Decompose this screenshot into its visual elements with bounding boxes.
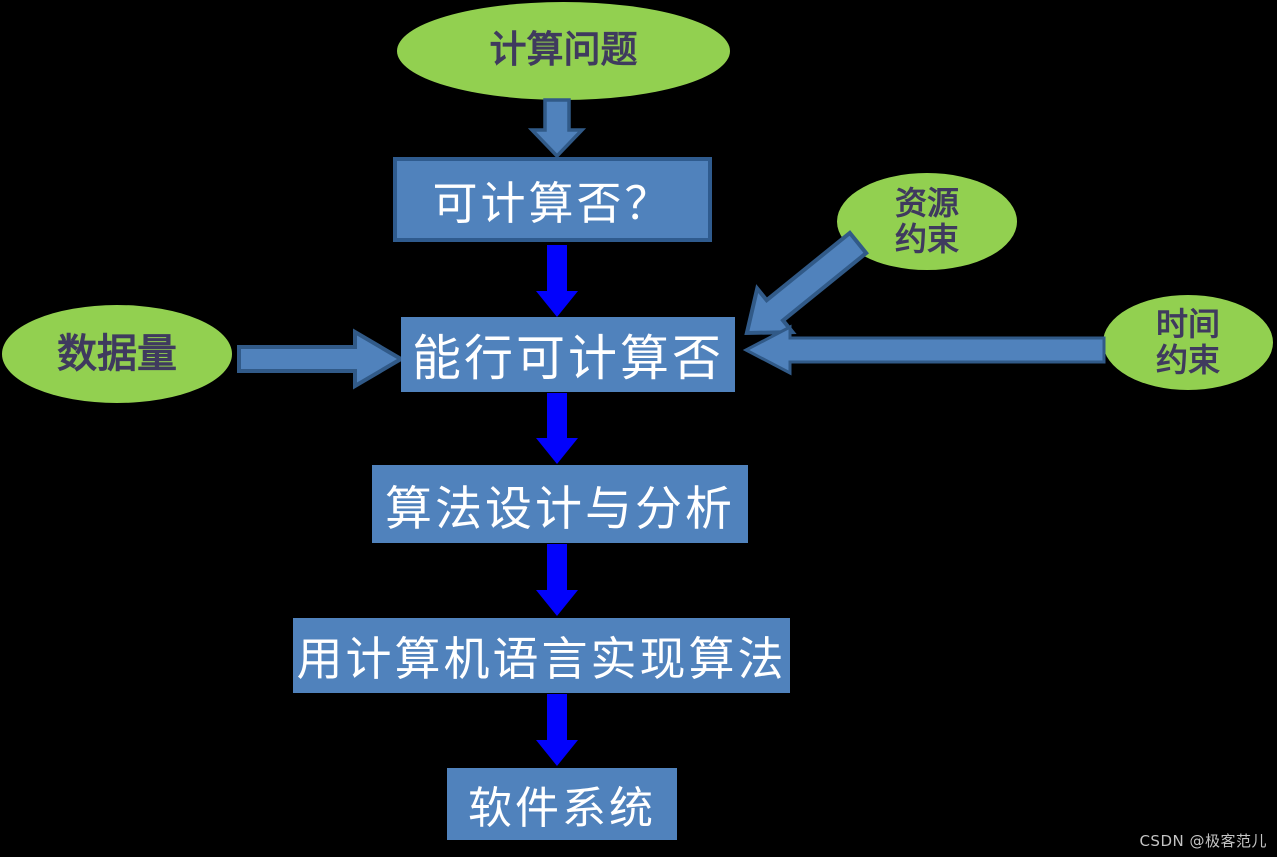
block-right-arrow-icon bbox=[237, 328, 405, 390]
node-software-system: 软件系统 bbox=[447, 768, 677, 840]
node-algorithm-design: 算法设计与分析 bbox=[372, 465, 748, 543]
flow-down-arrow-icon bbox=[536, 694, 578, 767]
node-algorithm-design-label: 算法设计与分析 bbox=[385, 483, 735, 536]
flow-down-arrow-icon bbox=[536, 393, 578, 465]
node-software-system-label: 软件系统 bbox=[468, 784, 656, 833]
node-data-volume: 数据量 bbox=[2, 305, 232, 403]
node-feasibly-computable: 能行可计算否 bbox=[401, 317, 735, 392]
node-time-constraint-line2: 约束 bbox=[1155, 341, 1220, 378]
node-computing-problem: 计算问题 bbox=[397, 2, 730, 100]
node-time-constraint: 时间 约束 bbox=[1103, 295, 1273, 390]
node-computable: 可计算否？ bbox=[393, 157, 712, 242]
block-diagonal-arrow-icon bbox=[735, 225, 880, 350]
watermark: CSDN @极客范儿 bbox=[1139, 832, 1267, 850]
node-computing-problem-label: 计算问题 bbox=[489, 30, 638, 72]
flow-down-arrow-icon bbox=[536, 245, 578, 318]
node-computable-label: 可计算否？ bbox=[432, 179, 673, 229]
block-down-arrow-icon bbox=[527, 98, 587, 159]
node-implementation: 用计算机语言实现算法 bbox=[293, 618, 790, 693]
node-feasibly-computable-label: 能行可计算否 bbox=[411, 331, 724, 386]
node-implementation-label: 用计算机语言实现算法 bbox=[296, 633, 787, 685]
block-left-arrow-icon bbox=[742, 324, 1106, 376]
node-time-constraint-line1: 时间 bbox=[1155, 305, 1220, 342]
node-resource-constraint-line2: 约束 bbox=[894, 220, 959, 257]
flow-down-arrow-icon bbox=[536, 544, 578, 617]
node-resource-constraint-line1: 资源 bbox=[894, 184, 959, 221]
node-data-volume-label: 数据量 bbox=[57, 330, 177, 376]
